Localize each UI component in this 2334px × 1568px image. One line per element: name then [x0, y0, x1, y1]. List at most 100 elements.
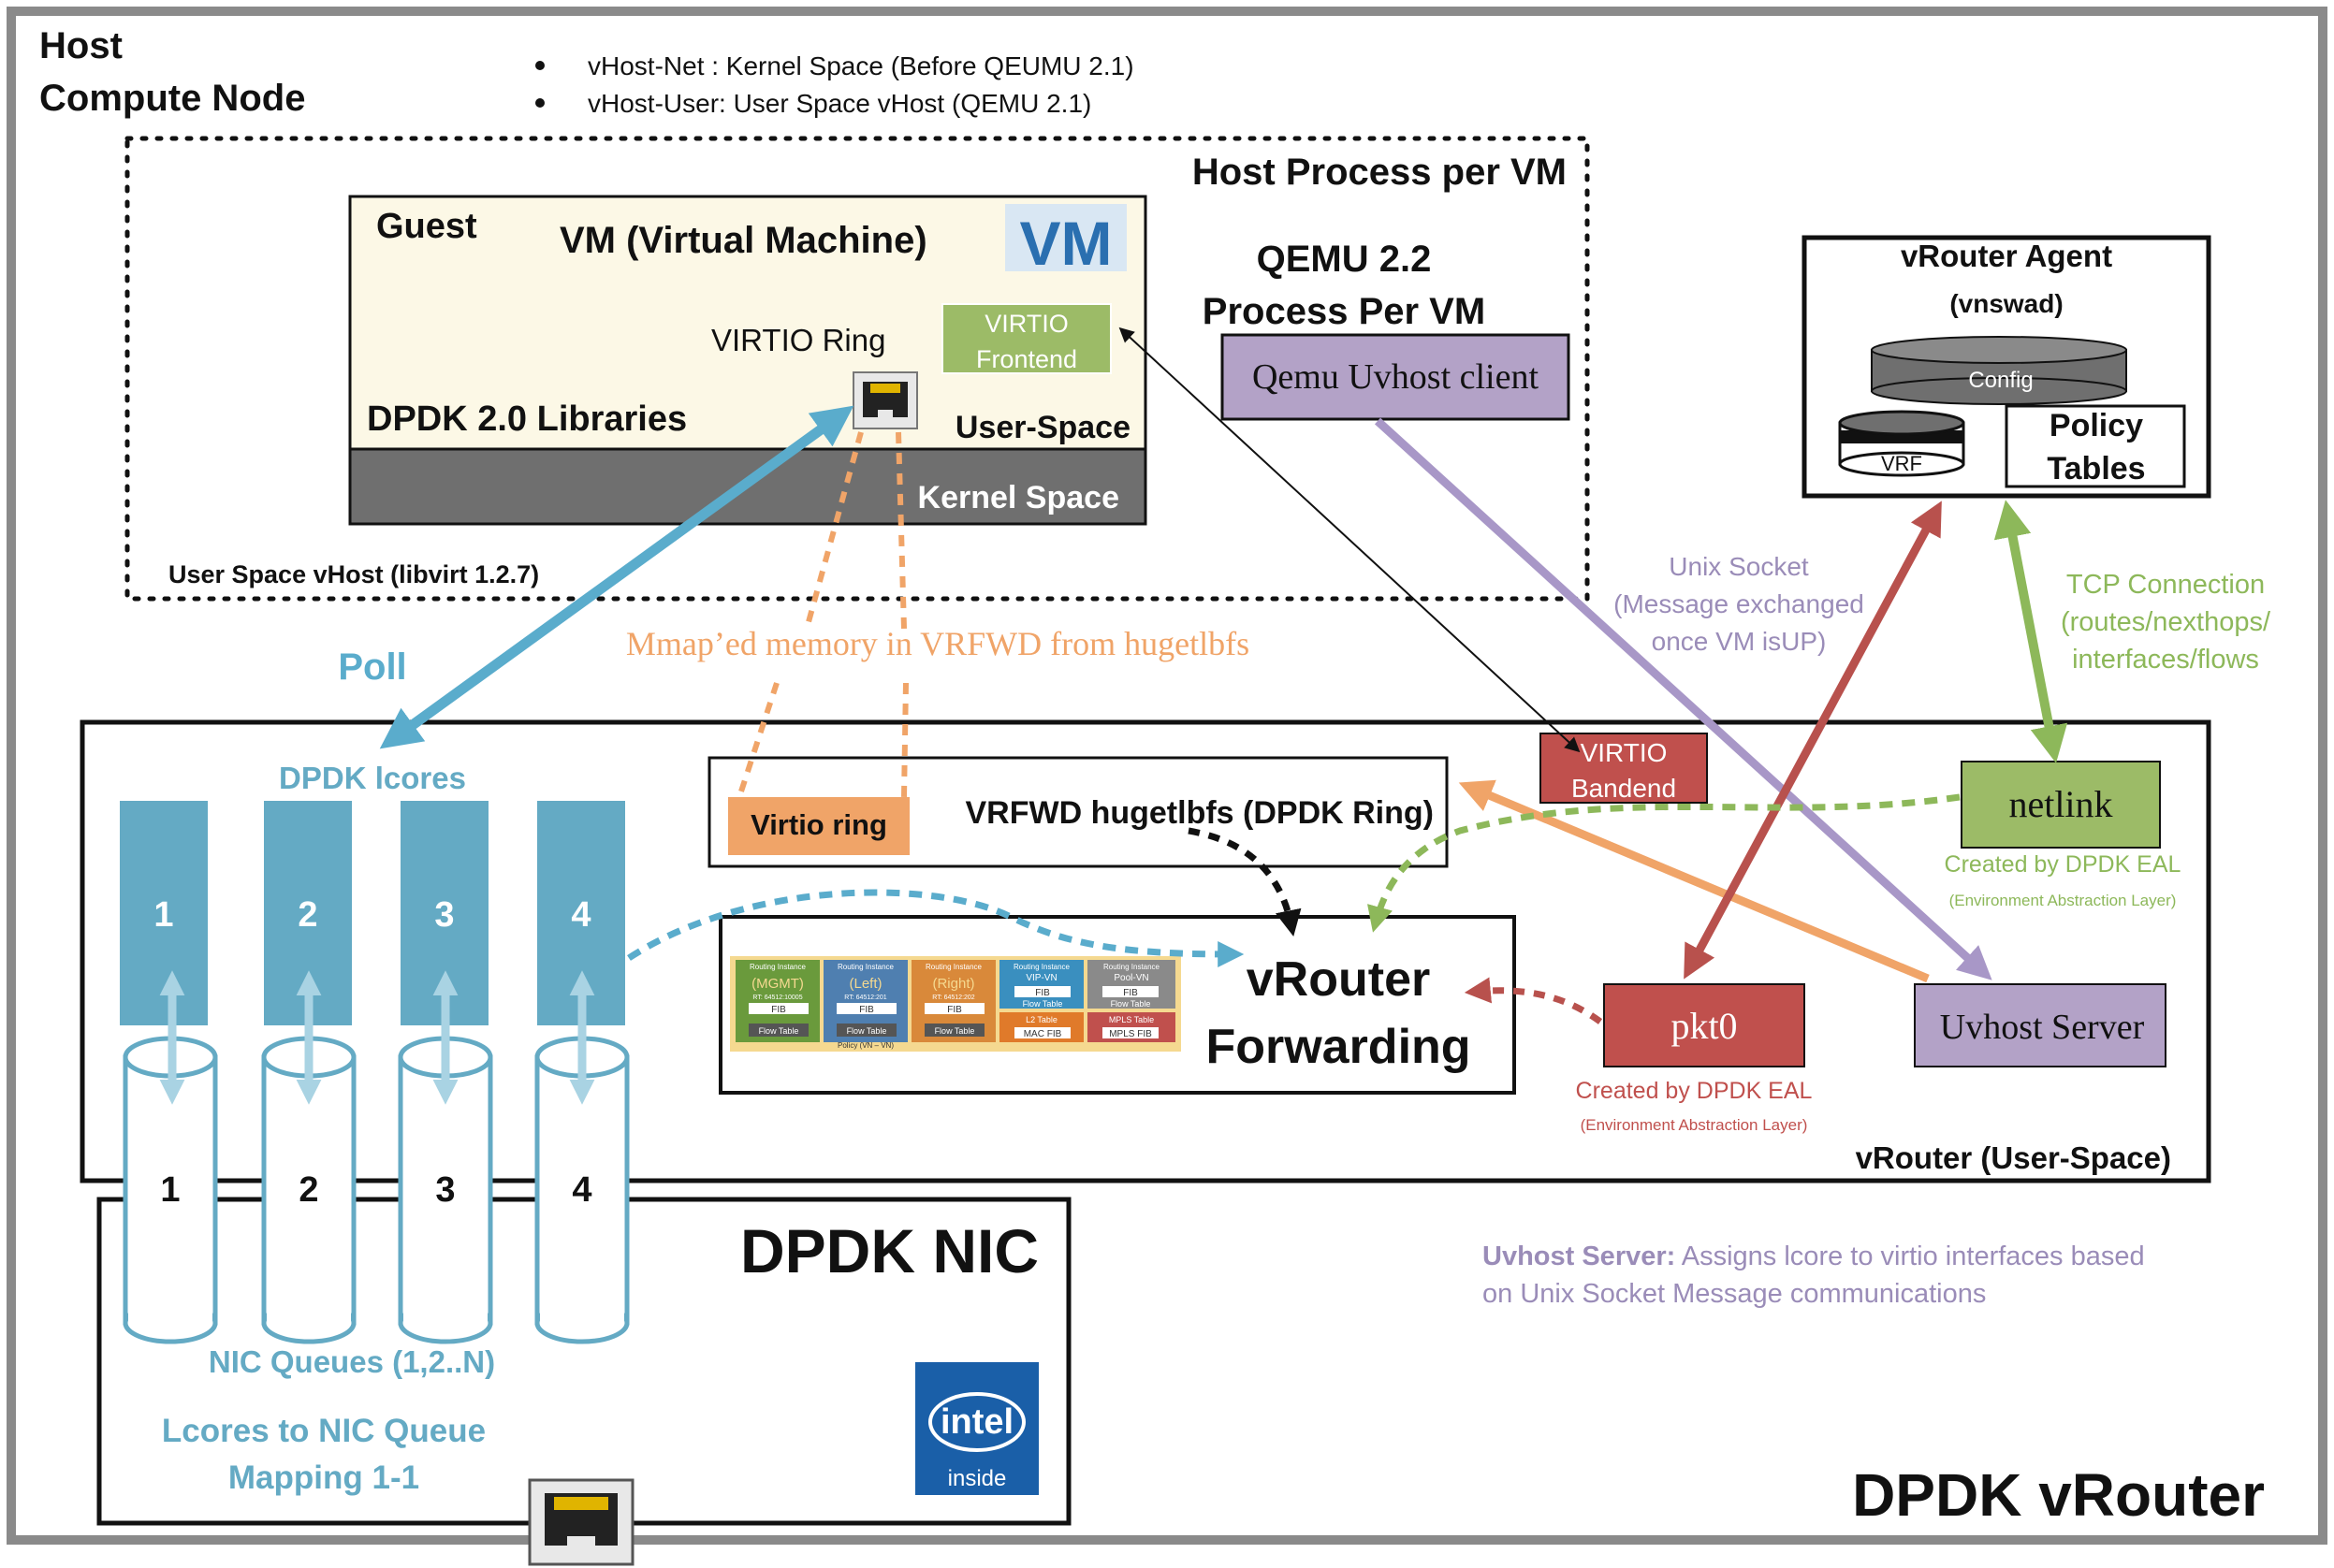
svg-text:(Left): (Left): [849, 976, 882, 992]
svg-text:intel: intel: [941, 1402, 1014, 1442]
vrouter-agent-title: vRouter Agent: [1901, 239, 2112, 273]
vrouter-forwarding-label-1: vRouter: [1247, 952, 1430, 1007]
nic-ethernet-port-icon: [528, 1478, 635, 1566]
svg-text:4: 4: [571, 895, 591, 935]
svg-text:FIB: FIB: [859, 1005, 874, 1015]
vrouter-forwarding-label-2: Forwarding: [1205, 1020, 1470, 1074]
svg-text:Pool-VN: Pool-VN: [1114, 973, 1148, 983]
svg-text:Routing Instance: Routing Instance: [750, 963, 807, 971]
svg-text:4: 4: [572, 1170, 591, 1210]
svg-text:Frontend: Frontend: [976, 345, 1077, 373]
dpdk-nic-title: DPDK NIC: [740, 1216, 1039, 1285]
mmap-connectors: [737, 431, 909, 798]
routing-instances-panel: Routing Instance Routing Instance Routin…: [730, 956, 1181, 1052]
qemu-title: QEMU 2.2: [1257, 239, 1432, 280]
vrouter-agent-subtitle: (vnswad): [1949, 289, 2063, 318]
config-database-icon: Config: [1871, 336, 2127, 405]
agent-pkt0-arrow: [1684, 501, 1942, 980]
svg-text:(Right): (Right): [932, 976, 974, 992]
pkt0-forwarding-arrow: [1464, 977, 1603, 1024]
qemu-uvhost-client-box: Qemu Uvhost client: [1220, 333, 1570, 421]
svg-text:Routing Instance: Routing Instance: [1014, 963, 1071, 971]
hugetlbfs-forwarding-arrow: [1188, 827, 1302, 936]
pkt0-box: pkt0: [1603, 983, 1805, 1067]
svg-text:inside: inside: [948, 1466, 1007, 1491]
netlink-forwarding-arrow: [1367, 793, 1961, 933]
virtio-ring-box: Virtio ring: [728, 797, 910, 855]
svg-text:VIP-VN: VIP-VN: [1026, 973, 1057, 983]
svg-text:Virtio ring: Virtio ring: [751, 808, 887, 841]
virtio-frontend-box: VIRTIO Frontend: [941, 303, 1112, 374]
unix-socket-label-2: (Message exchanged: [1613, 589, 1864, 618]
lcore-forwarding-arrow: [627, 889, 1245, 967]
svg-text:Routing Instance: Routing Instance: [838, 963, 895, 971]
tcp-label-3: interfaces/flows: [2072, 645, 2259, 675]
svg-text:Policy: Policy: [2050, 408, 2143, 443]
mapping-label-line2: Mapping 1-1: [228, 1459, 419, 1496]
bullet-dot: [535, 61, 545, 70]
vrouter-user-space-label: vRouter (User-Space): [1856, 1140, 2171, 1175]
netlink-eal-label: (Environment Abstraction Layer): [1949, 892, 2177, 909]
svg-text:MPLS FIB: MPLS FIB: [1109, 1029, 1152, 1039]
poll-label: Poll: [338, 646, 406, 688]
pkt0-created-label: Created by DPDK EAL: [1576, 1078, 1813, 1104]
host-process-box: [124, 136, 1590, 602]
uvhost-note-line1: Uvhost Server: Assigns lcore to virtio i…: [1482, 1241, 2145, 1271]
netlink-created-label: Created by DPDK EAL: [1945, 851, 2181, 878]
poll-arrow: [379, 405, 854, 749]
svg-text:FIB: FIB: [947, 1005, 962, 1015]
svg-text:Tables: Tables: [2047, 451, 2145, 486]
svg-text:L2 Table: L2 Table: [1026, 1015, 1058, 1024]
svg-text:Qemu Uvhost client: Qemu Uvhost client: [1252, 357, 1539, 397]
svg-text:FIB: FIB: [771, 1005, 786, 1015]
kernel-space-label: Kernel Space: [918, 480, 1119, 515]
pkt0-eal-label: (Environment Abstraction Layer): [1581, 1116, 1808, 1134]
svg-text:pkt0: pkt0: [1670, 1005, 1737, 1047]
host-title-line2: Compute Node: [39, 78, 305, 119]
policy-tables-box: Policy Tables: [2005, 404, 2186, 488]
unix-socket-label-3: once VM isUP): [1652, 627, 1827, 656]
mapping-label-line1: Lcores to NIC Queue: [162, 1413, 486, 1449]
svg-text:Routing Instance: Routing Instance: [1103, 963, 1160, 971]
svg-text:MPLS Table: MPLS Table: [1109, 1015, 1154, 1024]
svg-text:netlink: netlink: [2008, 783, 2112, 825]
mmap-label: Mmap’ed memory in VRFWD from hugetlbfs: [626, 625, 1249, 662]
svg-text:(MGMT): (MGMT): [751, 976, 804, 992]
host-title-line1: Host: [39, 25, 123, 66]
vm-title: VM (Virtual Machine): [560, 220, 927, 261]
svg-text:Flow Table: Flow Table: [935, 1026, 975, 1036]
tcp-label-1: TCP Connection: [2066, 570, 2265, 600]
svg-text:1: 1: [153, 895, 173, 935]
dpdk-vrouter-brand: DPDK vRouter: [1852, 1461, 2265, 1529]
ethernet-port-icon: [853, 371, 918, 429]
guest-label: Guest: [376, 207, 477, 246]
unix-socket-label-1: Unix Socket: [1669, 552, 1809, 581]
svg-text:VM: VM: [1020, 209, 1113, 278]
svg-text:Flow Table: Flow Table: [1111, 999, 1151, 1009]
svg-text:RT: 64512:202: RT: 64512:202: [932, 995, 975, 1001]
outer-frame: [7, 7, 2327, 1545]
virtio-backend-box: VIRTIO Bandend: [1539, 733, 1708, 804]
hugetlbfs-label: VRFWD hugetlbfs (DPDK Ring): [966, 795, 1435, 831]
tcp-label-2: (routes/nexthops/: [2061, 607, 2271, 637]
bullet-vhost-user: vHost-User: User Space vHost (QEMU 2.1): [588, 89, 1091, 118]
intel-inside-logo: intel inside: [915, 1362, 1039, 1495]
svg-text:Bandend: Bandend: [1571, 774, 1676, 803]
virtio-ring-label: VIRTIO Ring: [711, 323, 885, 357]
svg-text:3: 3: [434, 895, 454, 935]
netlink-box: netlink: [1961, 761, 2161, 849]
bullet-vhost-net: vHost-Net : Kernel Space (Before QEUMU 2…: [588, 51, 1134, 80]
svg-text:Policy (VN – VN): Policy (VN – VN): [838, 1041, 894, 1050]
svg-text:FIB: FIB: [1035, 988, 1050, 998]
vrf-database-icon: VRF: [1838, 410, 1965, 477]
vm-logo-icon: VM: [1005, 204, 1127, 278]
svg-text:VIRTIO: VIRTIO: [1581, 738, 1668, 767]
svg-text:2: 2: [299, 1170, 318, 1210]
svg-text:VRF: VRF: [1881, 452, 1922, 475]
user-space-label: User-Space: [955, 410, 1131, 445]
qemu-process-per-vm: Process Per VM: [1203, 291, 1485, 332]
dpdk-libraries-label: DPDK 2.0 Libraries: [367, 399, 687, 439]
svg-text:Flow Table: Flow Table: [847, 1026, 887, 1036]
user-space-vhost-label: User Space vHost (libvirt 1.2.7): [168, 560, 539, 588]
